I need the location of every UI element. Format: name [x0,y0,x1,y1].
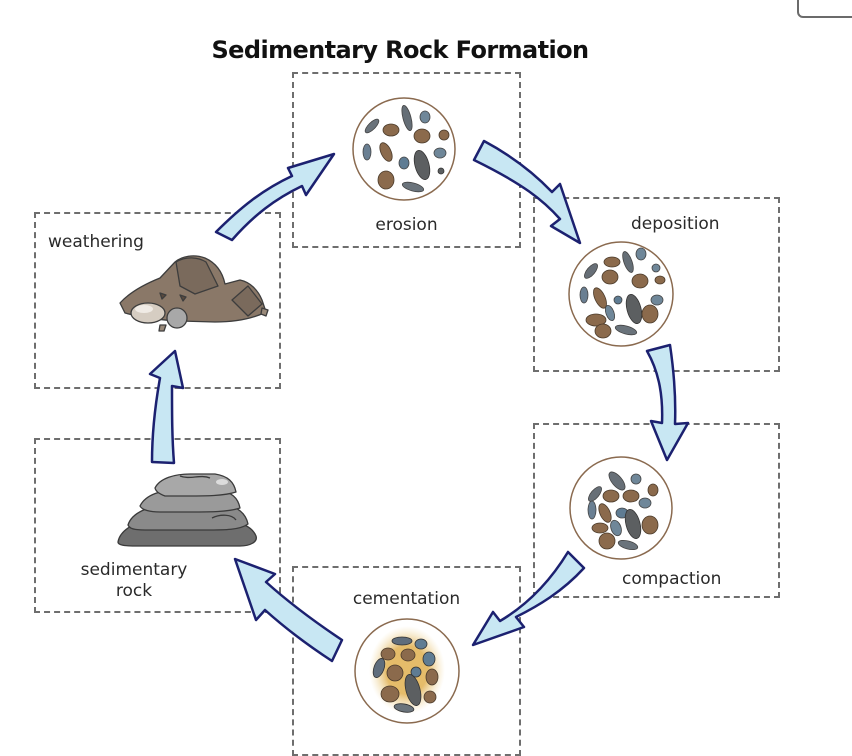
corner-button[interactable] [797,0,852,18]
stage-label-weathering: weathering [48,232,144,252]
stage-erosion: erosion [292,72,521,248]
arrow-sedimentary-rock-to-weathering [148,349,185,465]
stage-label-sedimentary-rock: sedimentary rock [36,560,232,602]
stage-label-deposition: deposition [631,214,720,234]
stage-weathering: weathering [34,212,281,389]
arrow-weathering-to-erosion [214,152,336,242]
stage-cementation: cementation [292,566,521,756]
stage-label-erosion: erosion [375,215,438,235]
label-line-2: rock [115,581,153,601]
arrow-compaction-to-cementation [471,550,586,647]
diagram-title: Sedimentary Rock Formation [211,36,590,64]
stage-label-cementation: cementation [352,589,461,609]
arrow-erosion-to-deposition [472,139,582,245]
label-line-1: sedimentary [80,560,188,580]
stage-label-compaction: compaction [622,569,722,589]
arrow-cementation-to-sedimentary-rock [233,557,344,663]
arrow-deposition-to-compaction [645,343,690,462]
